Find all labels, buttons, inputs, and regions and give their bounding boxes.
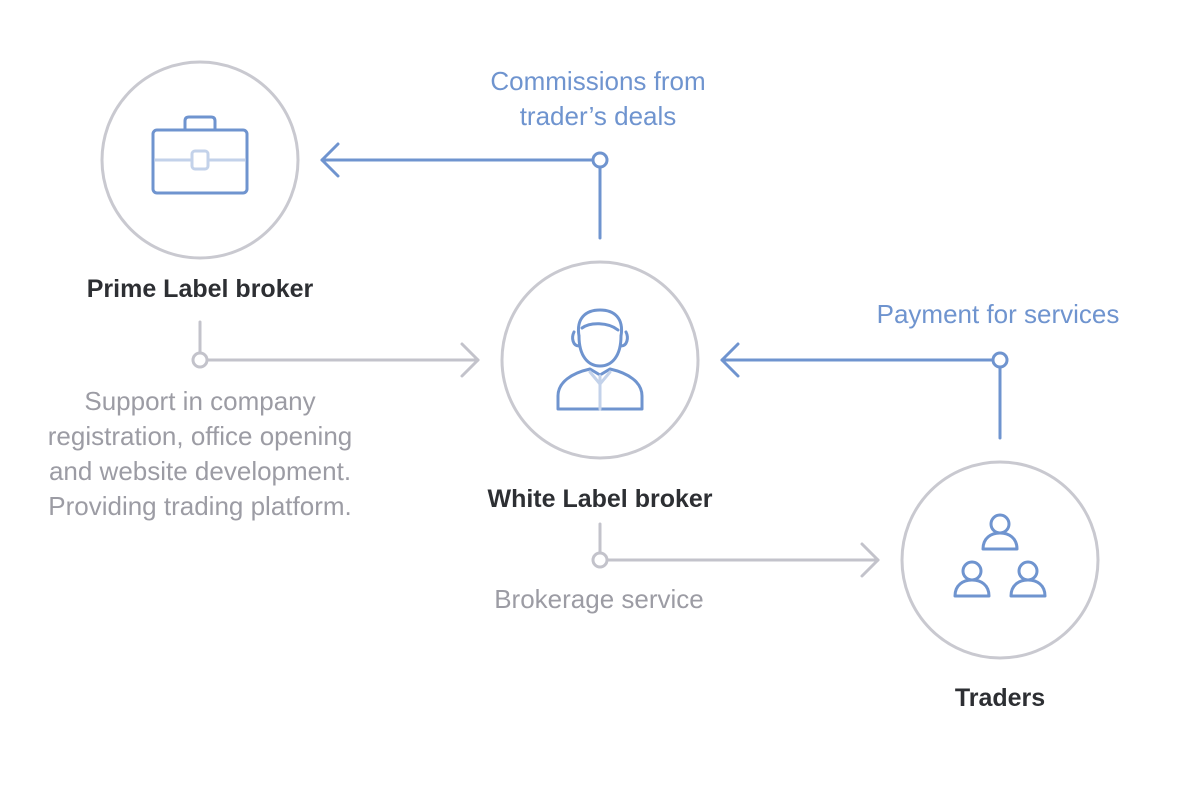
support-label-line: and website development.	[48, 456, 352, 486]
traders-group-icon	[953, 513, 1047, 598]
briefcase-icon	[151, 115, 249, 195]
payment-label: Payment for services	[848, 297, 1148, 332]
commissions-label-line: trader’s deals	[519, 101, 677, 131]
white-broker-node	[500, 260, 700, 460]
traders-title: Traders	[954, 684, 1046, 712]
prime-broker-title: Prime Label broker	[86, 275, 314, 303]
commissions-arrow	[320, 142, 609, 240]
brokerage-arrow	[591, 522, 880, 578]
commissions-label: Commissions from trader’s deals	[448, 64, 748, 134]
broker-person-icon	[556, 308, 644, 411]
support-arrow	[191, 320, 480, 378]
white-broker-title: White Label broker	[487, 485, 713, 513]
payment-label-line: Payment for services	[876, 299, 1120, 329]
support-label-line: registration, office opening	[47, 421, 353, 451]
brokerage-label: Brokerage service	[449, 582, 749, 617]
traders-node	[900, 460, 1100, 660]
support-label-line: Providing trading platform.	[48, 491, 352, 521]
commissions-label-line: Commissions from	[490, 66, 706, 96]
brokerage-label-line: Brokerage service	[494, 584, 704, 614]
support-label-line: Support in company	[84, 386, 316, 416]
payment-arrow	[720, 342, 1009, 440]
prime-broker-node	[100, 60, 300, 260]
support-label: Support in company registration, office …	[20, 384, 380, 524]
